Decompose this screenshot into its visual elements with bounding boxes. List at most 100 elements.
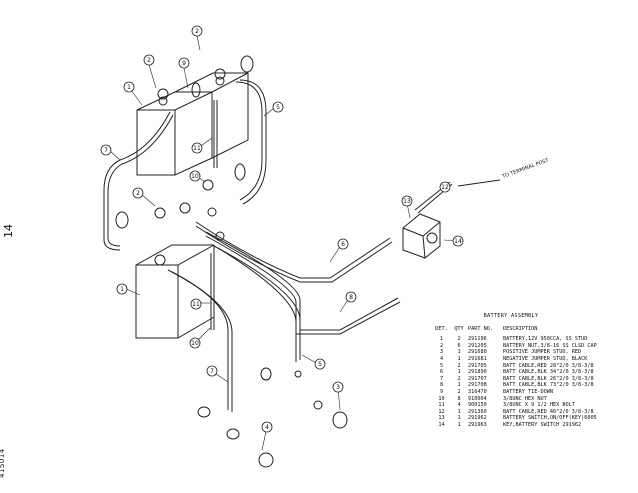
cable-8 (205, 231, 401, 335)
callout-10-low: 10 (189, 337, 201, 349)
svg-text:2: 2 (195, 28, 199, 35)
callout-balloons: 2 2 9 1 5 7 11 10 2 6 8 1 11 10 5 7 3 4 … (100, 25, 464, 433)
row-qty: 2 (457, 375, 461, 382)
callout-2-low: 2 (132, 187, 144, 199)
row-description: BATTERY TIE-DOWN (503, 388, 553, 395)
row-part-no: 291708 (468, 382, 487, 389)
document-id: 415014 (0, 448, 6, 478)
svg-text:3: 3 (336, 384, 340, 391)
row-det: 2 (439, 342, 444, 349)
row-part-no: 291707 (468, 375, 487, 382)
row-det: 12 (438, 408, 445, 415)
to-terminal-post-label: TO TERMINAL POST (501, 157, 551, 180)
svg-text:6: 6 (341, 241, 345, 248)
callout-1-low: 1 (116, 283, 128, 295)
row-det: 10 (438, 395, 445, 402)
callout-4: 4 (261, 421, 273, 433)
row-description: BATTERY NUT,3/8-16 SS CLSD CAP (503, 342, 597, 349)
svg-text:2: 2 (136, 190, 140, 197)
row-part-no: 291962 (468, 415, 487, 422)
row-description: POSITIVE JUMPER STUD, RED (503, 349, 582, 356)
row-qty: 2 (457, 362, 461, 369)
svg-text:13: 13 (403, 198, 411, 205)
row-qty: 1 (457, 369, 461, 376)
cable-12 (414, 179, 501, 214)
row-det: 1 (439, 336, 444, 343)
header-description: DESCRIPTION (503, 325, 538, 332)
header-qty: QTY (454, 325, 464, 332)
svg-text:9: 9 (182, 60, 186, 67)
row-det: 8 (439, 382, 444, 389)
callout-3: 3 (332, 381, 344, 393)
svg-text:2: 2 (147, 57, 151, 64)
row-qty: 1 (457, 355, 461, 362)
row-qty: 8 (457, 395, 461, 402)
row-qty: 1 (457, 382, 461, 389)
svg-text:4: 4 (265, 424, 269, 431)
row-part-no: 291681 (468, 355, 487, 362)
row-det: 14 (438, 421, 445, 428)
row-part-no: 910004 (468, 395, 487, 402)
callout-14: 14 (452, 235, 464, 247)
battery-switch (402, 213, 441, 259)
callout-2-mid: 2 (143, 54, 155, 66)
parts-list-title: BATTERY ASSEMBLY (483, 313, 539, 319)
upper-battery-left (136, 91, 213, 176)
lower-battery (135, 244, 215, 339)
row-det: 4 (439, 355, 444, 362)
row-part-no: 291890 (468, 369, 487, 376)
svg-text:12: 12 (441, 184, 449, 191)
row-part-no: 900150 (468, 402, 487, 409)
parts-table-row: 7 2 291707 BATT CABLE,BLK 26"2/0 3/8-3/8 (433, 376, 600, 383)
callout-2-top: 2 (191, 25, 203, 37)
row-description: BATT CABLE,BLK 26"2/0 3/8-3/8 (503, 375, 594, 382)
svg-text:1: 1 (120, 286, 124, 293)
callout-7-low: 7 (206, 365, 218, 377)
cable-5-lower (213, 245, 301, 362)
row-det: 13 (438, 415, 445, 422)
row-qty: 2 (457, 388, 461, 395)
hex-bolt-upper (213, 100, 218, 168)
row-description: KEY,BATTERY SWITCH 291962 (503, 421, 582, 428)
callout-5-low: 5 (314, 358, 326, 370)
svg-text:7: 7 (210, 368, 214, 375)
row-det: 3 (439, 349, 444, 356)
row-qty: 1 (457, 408, 461, 415)
row-part-no: 291360 (468, 408, 487, 415)
lower-terminals (197, 367, 348, 468)
parts-list: BATTERY ASSEMBLY DET. QTY PART NO. DESCR… (433, 313, 633, 429)
svg-text:7: 7 (104, 147, 108, 154)
svg-text:5: 5 (318, 361, 322, 368)
hex-bolt-lower (210, 253, 215, 330)
row-det: 7 (439, 375, 444, 382)
row-qty: 2 (457, 336, 461, 343)
parts-table-header: DET. QTY PART NO. DESCRIPTION (433, 326, 600, 337)
row-description: BATT CABLE,RED 28"2/0 3/8-3/8 (503, 362, 594, 369)
callout-8-mid: 8 (345, 291, 357, 303)
row-qty: 1 (457, 415, 461, 422)
row-qty: 1 (457, 421, 461, 428)
callout-13: 13 (401, 195, 413, 207)
callout-5-top: 5 (272, 101, 284, 113)
callout-1-top: 1 (123, 81, 135, 93)
svg-text:11: 11 (193, 145, 201, 152)
callout-6: 6 (337, 238, 349, 250)
row-part-no: 291705 (468, 362, 487, 369)
row-det: 6 (439, 369, 444, 376)
svg-text:10: 10 (191, 173, 199, 180)
row-qty: 4 (457, 402, 461, 409)
cable-7-upper (103, 111, 174, 251)
row-description: 3/8UNC X 9 1/2 HEX BOLT (503, 402, 575, 409)
upper-terminals (157, 55, 254, 181)
row-part-no: 316470 (468, 388, 487, 395)
svg-text:10: 10 (191, 340, 199, 347)
